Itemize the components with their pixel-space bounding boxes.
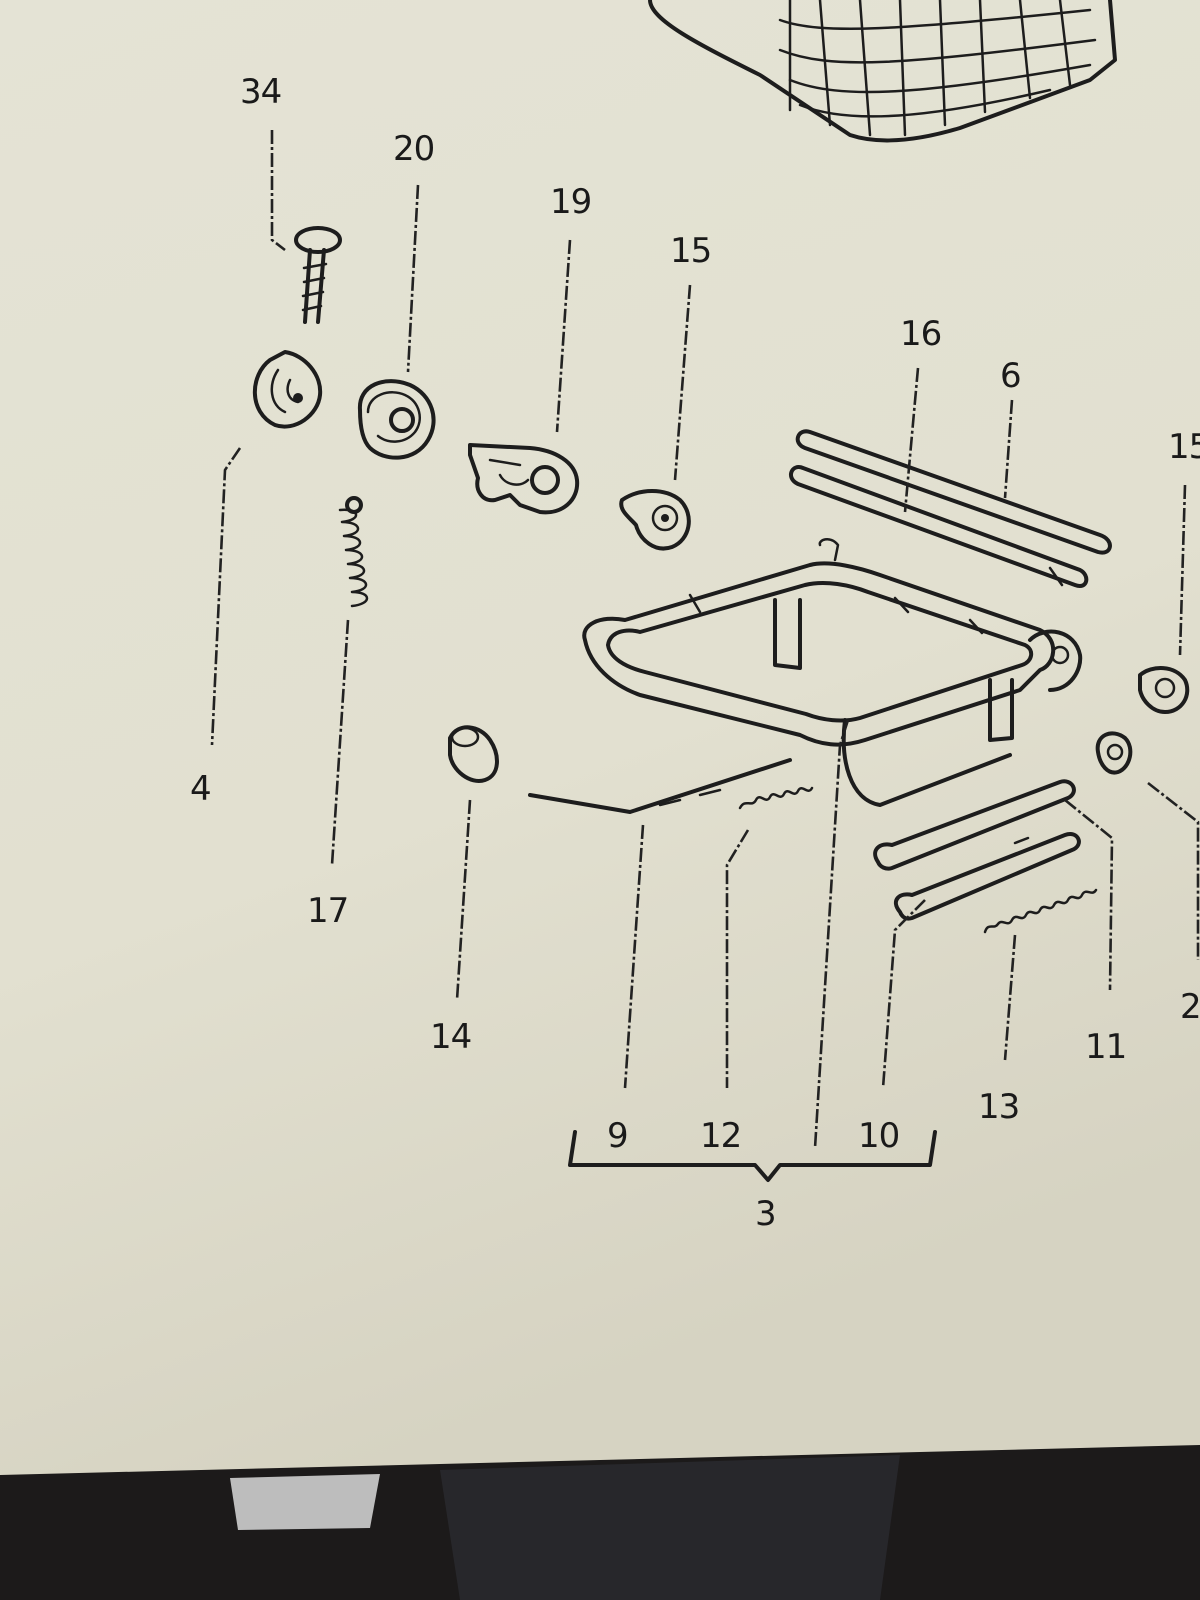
spring-part-17	[338, 496, 369, 608]
group-brace	[568, 1130, 937, 1182]
screw-part-34	[294, 226, 342, 324]
rods-part-16-6	[788, 429, 1112, 588]
callout-3: 3	[755, 1194, 776, 1234]
spring-part-12	[738, 786, 814, 810]
callout-13: 13	[978, 1087, 1019, 1127]
callout-11: 11	[1085, 1027, 1126, 1067]
callout-34: 34	[240, 72, 281, 112]
callout-20: 20	[393, 129, 434, 169]
cap-part-4	[252, 350, 323, 429]
callout-10: 10	[858, 1116, 899, 1156]
slats-part-10-11	[873, 779, 1081, 921]
knob-part-14	[448, 725, 499, 783]
basket-part	[648, 0, 1117, 143]
callout-4: 4	[190, 769, 211, 809]
callout-6: 6	[1000, 356, 1021, 396]
callout-19: 19	[550, 182, 591, 222]
grommet-part-15-right	[1138, 666, 1190, 714]
callout-15: 15	[670, 231, 711, 271]
spring-part-13	[983, 888, 1098, 934]
callout-12: 12	[700, 1116, 741, 1156]
bracket-part-19	[468, 443, 580, 515]
callout-16: 16	[900, 314, 941, 354]
grommet-part-15	[619, 489, 691, 551]
leader-lines	[210, 130, 1200, 1149]
frame-part-3	[582, 538, 1083, 807]
nut-part-20	[357, 379, 436, 460]
callout-14: 14	[430, 1017, 471, 1057]
rod-part-9	[528, 758, 792, 814]
callout-15-right: 15	[1168, 427, 1200, 467]
callout-17: 17	[307, 891, 348, 931]
nut-part-24	[1095, 731, 1133, 775]
callout-9: 9	[607, 1116, 628, 1156]
callout-24: 24	[1180, 987, 1200, 1027]
